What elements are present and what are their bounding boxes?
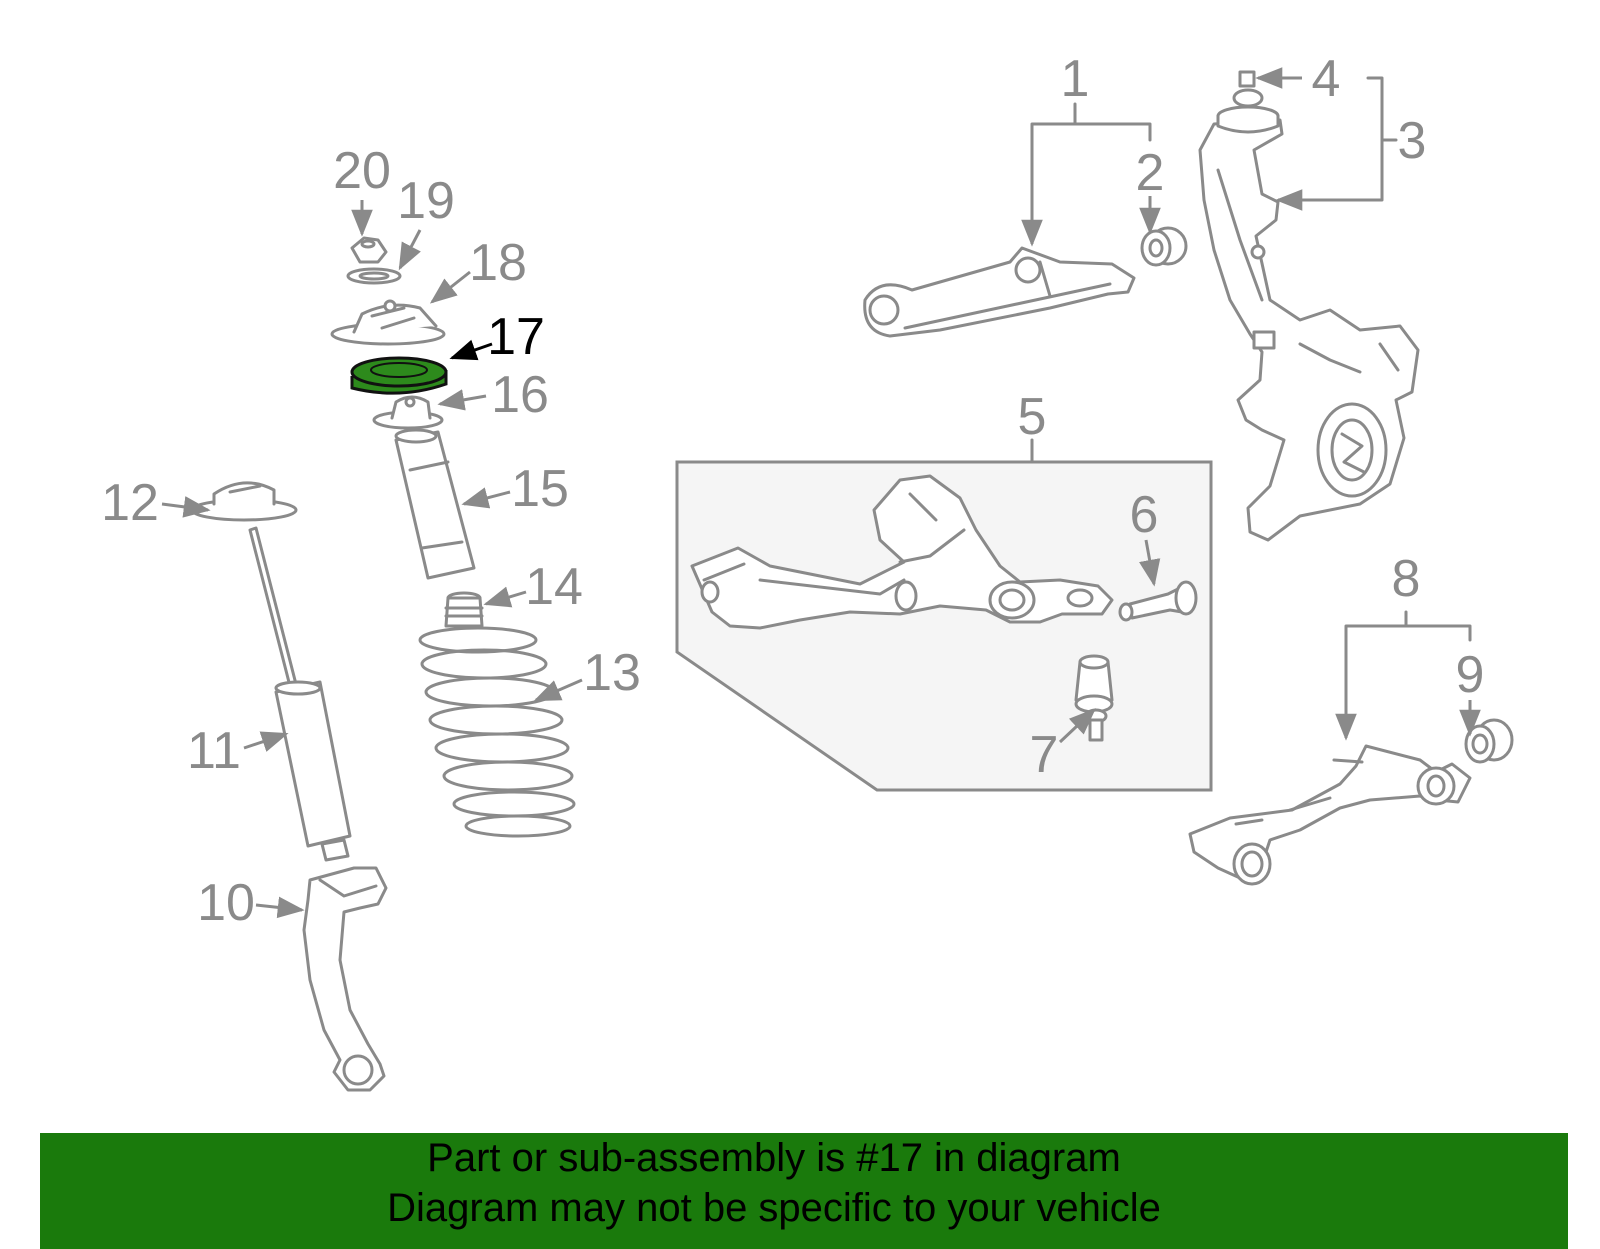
callout-14[interactable]: 14 [525,558,583,616]
part2-bushing [1140,226,1188,267]
banner-line-2: Diagram may not be specific to your vehi… [387,1186,1161,1230]
callout-8[interactable]: 8 [1392,550,1421,608]
part14-bump-stop [444,591,484,628]
callout-16[interactable]: 16 [491,366,549,424]
part15-dust-boot [394,428,476,580]
part20-nut [350,236,388,264]
callout-1[interactable]: 1 [1061,50,1090,108]
callout-10[interactable]: 10 [197,874,255,932]
info-banner: Part or sub-assembly is #17 in diagram D… [40,1133,1568,1249]
banner-line-1: Part or sub-assembly is #17 in diagram [427,1136,1121,1180]
leader-lines [161,67,1481,919]
suspension-diagram: 1 2 3 4 5 6 7 8 9 10 11 12 13 14 15 16 1… [101,50,1514,1092]
callout-3[interactable]: 3 [1398,112,1427,170]
callout-18[interactable]: 18 [469,234,527,292]
part12-mount [190,481,298,522]
part8-lower-link [1188,744,1472,886]
part10-spindle [302,866,388,1092]
part1-upper-arm [863,246,1136,338]
part11-shock [248,526,352,862]
callout-2[interactable]: 2 [1136,144,1165,202]
callout-6[interactable]: 6 [1130,486,1159,544]
callout-labels: 1 2 3 4 5 6 7 8 9 10 11 12 13 14 15 16 1… [101,50,1484,932]
callout-13[interactable]: 13 [583,644,641,702]
part13-coil-spring [418,626,576,838]
callout-20[interactable]: 20 [333,142,391,200]
callout-5[interactable]: 5 [1018,388,1047,446]
callout-17[interactable]: 17 [487,308,545,366]
part17-insulator[interactable] [350,356,448,395]
part4-ball-joint [1216,70,1280,134]
callout-15[interactable]: 15 [511,460,569,518]
part6-pin [1118,580,1198,622]
callout-9[interactable]: 9 [1456,646,1485,704]
callout-4[interactable]: 4 [1312,50,1341,108]
part18-upper-mount [330,299,446,346]
part19-washer [346,267,402,285]
callout-12[interactable]: 12 [101,474,159,532]
part9-bushing [1464,718,1514,764]
callout-19[interactable]: 19 [397,172,455,230]
part3-knuckle [1198,118,1420,542]
part7-ball-joint [1074,654,1114,742]
part5-lower-arm [690,474,1114,630]
part16-spring-seat [372,395,444,430]
callout-7[interactable]: 7 [1030,726,1059,784]
callout-11[interactable]: 11 [187,722,241,780]
